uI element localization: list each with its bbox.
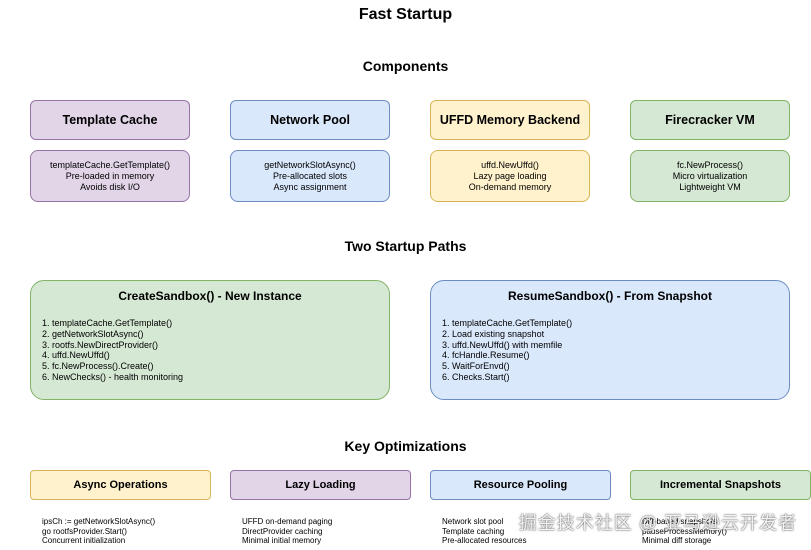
detail-line: Async assignment bbox=[273, 181, 347, 192]
detail-line: Concurrent initialization bbox=[42, 536, 126, 546]
step-item: 4. uffd.NewUffd() bbox=[42, 350, 110, 361]
create-sandbox-title: CreateSandbox() - New Instance bbox=[118, 289, 302, 303]
create-sandbox-steps: 1. templateCache.GetTemplate() 2. getNet… bbox=[42, 318, 183, 383]
uffd-memory-backend-box: UFFD Memory Backend bbox=[430, 100, 590, 140]
detail-line: Lazy page loading bbox=[473, 170, 547, 181]
step-item: 2. getNetworkSlotAsync() bbox=[42, 328, 144, 339]
network-pool-details: getNetworkSlotAsync() Pre-allocated slot… bbox=[230, 150, 390, 202]
firecracker-vm-box: Firecracker VM bbox=[630, 100, 790, 140]
resume-sandbox-box: ResumeSandbox() - From Snapshot 1. templ… bbox=[430, 280, 790, 400]
step-item: 6. NewChecks() - health monitoring bbox=[42, 371, 184, 382]
detail-line: Minimal initial memory bbox=[242, 536, 322, 546]
watermark: 掘金技术社区 @ 亚马逊云开发者 bbox=[518, 513, 797, 533]
detail-line: Pre-loaded in memory bbox=[65, 170, 155, 181]
diagram-title: Fast Startup bbox=[358, 6, 453, 23]
template-cache-box: Template Cache bbox=[30, 100, 190, 140]
detail-line: getNetworkSlotAsync() bbox=[264, 159, 356, 170]
incremental-snapshots-box: Incremental Snapshots bbox=[630, 470, 811, 500]
lazy-loading-box: Lazy Loading bbox=[230, 470, 411, 500]
step-item: 1. templateCache.GetTemplate() bbox=[42, 318, 173, 328]
step-item: 2. Load existing snapshot bbox=[442, 328, 545, 339]
detail-line: Minimal diff storage bbox=[642, 536, 712, 546]
firecracker-vm-details: fc.NewProcess() Micro virtualization Lig… bbox=[630, 150, 790, 202]
uffd-memory-details: uffd.NewUffd() Lazy page loading On-dema… bbox=[430, 150, 590, 202]
step-item: 6. Checks.Start() bbox=[442, 371, 510, 382]
create-sandbox-box: CreateSandbox() - New Instance 1. templa… bbox=[30, 280, 390, 400]
components-heading: Components bbox=[362, 58, 449, 74]
detail-line: uffd.NewUffd() bbox=[481, 159, 539, 170]
detail-line: Micro virtualization bbox=[672, 170, 748, 181]
detail-line: Lightweight VM bbox=[679, 181, 741, 192]
paths-heading: Two Startup Paths bbox=[344, 238, 467, 254]
async-operations-box: Async Operations bbox=[30, 470, 211, 500]
resume-sandbox-steps: 1. templateCache.GetTemplate() 2. Load e… bbox=[442, 318, 572, 383]
step-item: 1. templateCache.GetTemplate() bbox=[442, 318, 573, 328]
detail-line: Template caching bbox=[442, 526, 505, 536]
resource-pooling-details: Network slot pool Template caching Pre-a… bbox=[442, 517, 526, 546]
detail-line: On-demand memory bbox=[468, 181, 552, 192]
detail-line: fc.NewProcess() bbox=[676, 159, 743, 170]
async-operations-details: ipsCh := getNetworkSlotAsync() go rootfs… bbox=[42, 517, 155, 546]
detail-line: Pre-allocated resources bbox=[442, 536, 527, 546]
detail-line: Avoids disk I/O bbox=[80, 181, 140, 192]
detail-line: UFFD on-demand paging bbox=[242, 517, 333, 526]
template-cache-details: templateCache.GetTemplate() Pre-loaded i… bbox=[30, 150, 190, 202]
detail-line: DirectProvider caching bbox=[242, 526, 323, 536]
detail-line: ipsCh := getNetworkSlotAsync() bbox=[42, 517, 156, 526]
lazy-loading-details: UFFD on-demand paging DirectProvider cac… bbox=[242, 517, 332, 546]
detail-line: Network slot pool bbox=[442, 517, 504, 526]
step-item: 3. rootfs.NewDirectProvider() bbox=[42, 339, 159, 350]
detail-line: Pre-allocated slots bbox=[272, 170, 348, 181]
detail-line: Diff-based snapshots bbox=[642, 517, 718, 526]
step-item: 3. uffd.NewUffd() with memfile bbox=[442, 339, 563, 350]
incremental-snapshots-details: Diff-based snapshots pauseProcessMemory(… bbox=[642, 517, 727, 546]
step-item: 4. fcHandle.Resume() bbox=[442, 350, 530, 361]
detail-line: templateCache.GetTemplate() bbox=[49, 159, 171, 170]
step-item: 5. fc.NewProcess().Create() bbox=[42, 361, 154, 372]
detail-line: pauseProcessMemory() bbox=[642, 526, 727, 536]
resume-sandbox-title: ResumeSandbox() - From Snapshot bbox=[507, 289, 713, 303]
step-item: 5. WaitForEnvd() bbox=[442, 361, 510, 372]
optimizations-heading: Key Optimizations bbox=[344, 438, 467, 454]
resource-pooling-box: Resource Pooling bbox=[430, 470, 611, 500]
network-pool-box: Network Pool bbox=[230, 100, 390, 140]
detail-line: go rootfsProvider.Start() bbox=[42, 526, 127, 536]
